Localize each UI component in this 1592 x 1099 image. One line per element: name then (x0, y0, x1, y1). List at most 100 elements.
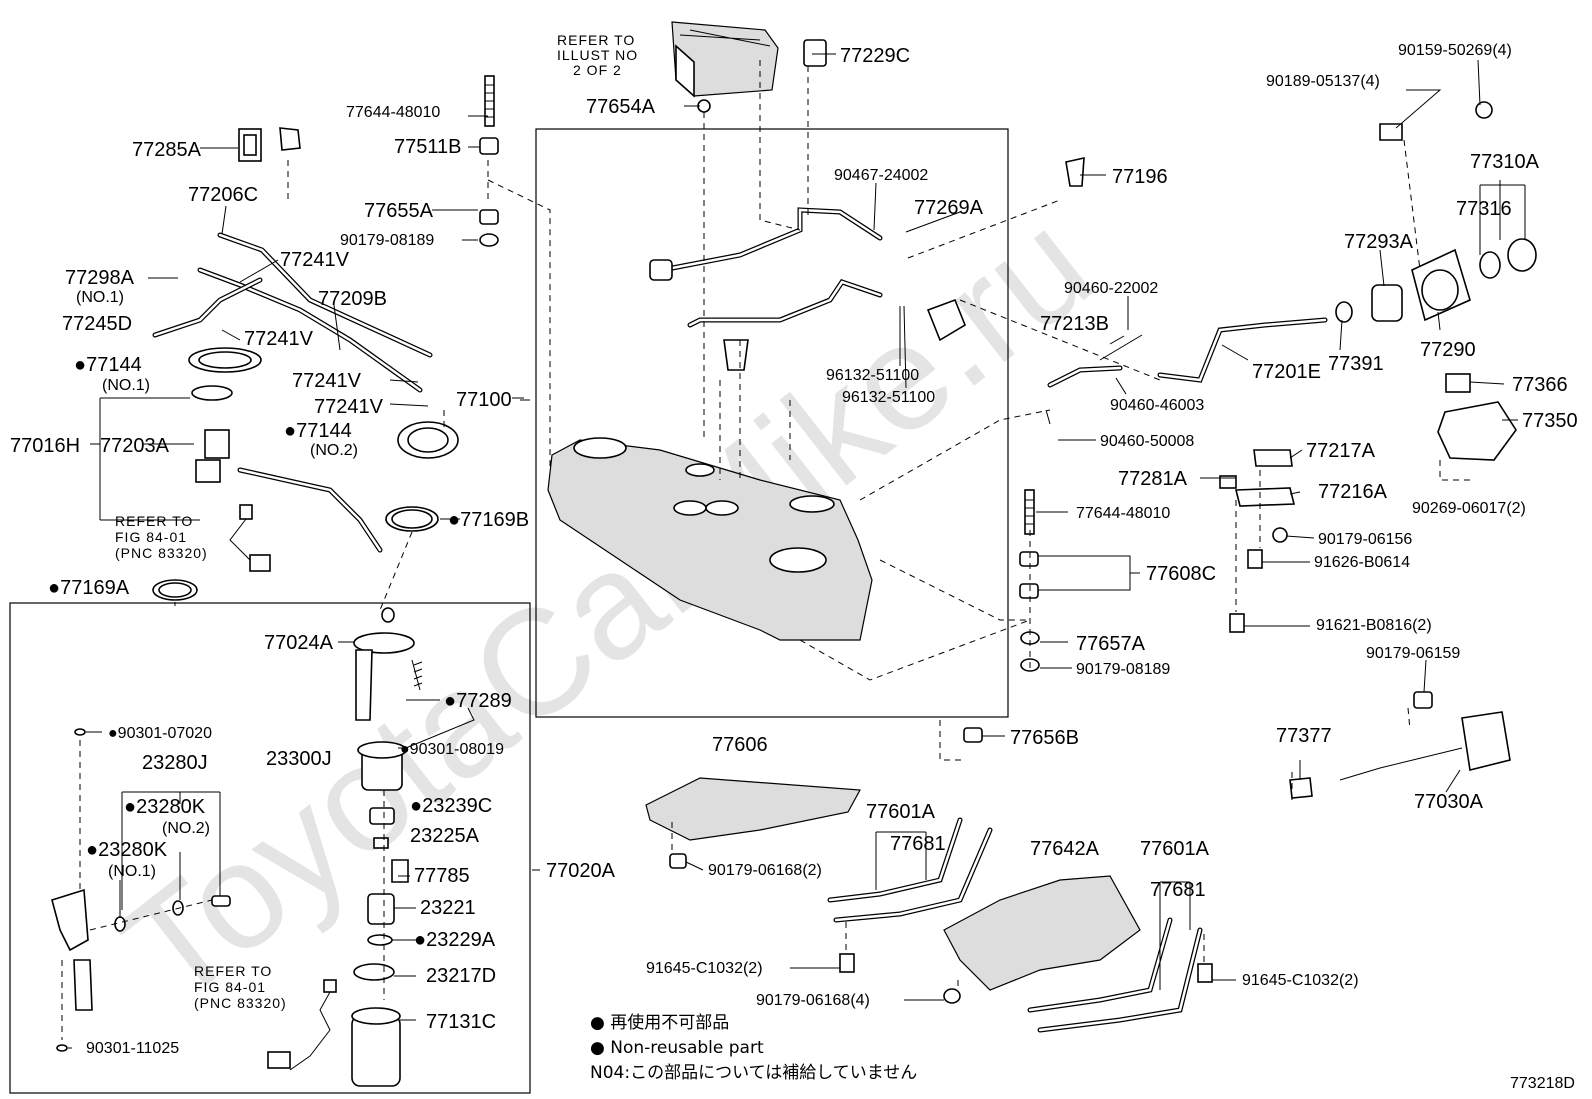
label-77681-b: 77681 (1150, 879, 1206, 901)
fuel-pump-assembly-frame (9, 602, 531, 1094)
label-77281a: 77281A (1118, 468, 1188, 490)
label-77366: 77366 (1512, 374, 1568, 396)
note-refer-illust-1: REFER TO (557, 32, 635, 48)
label-77608c: 77608C (1146, 563, 1216, 585)
label-77316: 77316 (1456, 198, 1512, 220)
leader-lines (61, 53, 1526, 1049)
label-77245d: 77245D (62, 313, 132, 335)
parts-drawings (51, 21, 1537, 1087)
note-refer-illust-3: 2 OF 2 (573, 62, 622, 78)
label-77144-no1: ●77144 (74, 354, 142, 376)
label-90189-05137: 90189-05137(4) (1266, 73, 1380, 90)
label-77020a: 77020A (546, 860, 616, 882)
label-23280k-no2: ●23280K (124, 796, 206, 818)
label-77657a: 77657A (1076, 633, 1146, 655)
label-77203a: 77203A (100, 435, 170, 457)
label-96132-51100-b: 96132-51100 (842, 389, 935, 406)
label-77298a-no1: (NO.1) (76, 289, 124, 306)
label-77298a: 77298A (65, 267, 135, 289)
label-77024a: 77024A (264, 632, 334, 654)
label-77785: 77785 (414, 865, 470, 887)
part-labels: 77229C 77654A 90159-50269(4) 90189-05137… (10, 42, 1578, 1057)
label-77644-48010-top: 77644-48010 (346, 104, 440, 121)
label-77377: 77377 (1276, 725, 1332, 747)
label-77100: 77100 (456, 389, 512, 411)
label-90301-08019: ●90301-08019 (400, 741, 504, 758)
label-77169b: ●77169B (448, 509, 529, 531)
label-77144-no2-sub: (NO.2) (310, 442, 358, 459)
label-77391: 77391 (1328, 353, 1384, 375)
label-23225a: 23225A (410, 825, 480, 847)
label-77601a-b: 77601A (1140, 838, 1210, 860)
label-77206c: 77206C (188, 184, 258, 206)
label-91621-b0816: 91621-B0816(2) (1316, 617, 1432, 634)
label-77290: 77290 (1420, 339, 1476, 361)
label-90179-08189-top: 90179-08189 (340, 232, 434, 249)
label-90460-50008: 90460-50008 (1100, 433, 1194, 450)
label-77144-no2: ●77144 (284, 420, 352, 442)
label-91645-c1032-left: 91645-C1032(2) (646, 960, 763, 977)
legend: ● 再使用不可部品 ● Non-reusable part N04:この部品につ… (590, 1012, 917, 1083)
label-23280k-no1-sub: (NO.1) (108, 863, 156, 880)
label-77644-48010-right: 77644-48010 (1076, 505, 1170, 522)
label-77196: 77196 (1112, 166, 1168, 188)
label-90179-06168-4: 90179-06168(4) (756, 992, 870, 1009)
label-77131c: 77131C (426, 1011, 496, 1033)
label-77289: ●77289 (444, 690, 512, 712)
legend-note: N04:この部品については補給していません (590, 1063, 917, 1083)
label-77511b: 77511B (394, 136, 461, 158)
label-91626-b0614: 91626-B0614 (1314, 554, 1410, 571)
label-90179-06168-2: 90179-06168(2) (708, 862, 822, 879)
note-refer-fig-lower-1: REFER TO (194, 963, 272, 979)
note-refer-fig-upper-2: FIG 84-01 (115, 529, 187, 545)
tank-assembly-frame (535, 128, 1009, 718)
label-91645-c1032-right: 91645-C1032(2) (1242, 972, 1359, 989)
label-77216a: 77216A (1318, 481, 1388, 503)
label-77016h: 77016H (10, 435, 80, 457)
diagram-code: 773218D (1510, 1075, 1575, 1092)
label-90179-08189-right: 90179-08189 (1076, 661, 1170, 678)
legend-jp: ● 再使用不可部品 (590, 1012, 729, 1033)
note-refer-fig-upper-1: REFER TO (115, 513, 193, 529)
label-77241v-a: 77241V (280, 249, 350, 271)
label-90159-50269: 90159-50269(4) (1398, 42, 1512, 59)
label-90467-24002: 90467-24002 (834, 167, 928, 184)
label-77293a: 77293A (1344, 231, 1414, 253)
label-23217d: 23217D (426, 965, 496, 987)
label-77350: 77350 (1522, 410, 1578, 432)
label-90179-06156: 90179-06156 (1318, 531, 1412, 548)
label-77169a: ●77169A (48, 577, 130, 599)
label-23280k-no2-sub: (NO.2) (162, 820, 210, 837)
label-77229c: 77229C (840, 45, 910, 67)
label-77201e: 77201E (1252, 361, 1321, 383)
watermark: ToyotaCarMike.ru (91, 179, 1121, 1035)
label-77241v-b: 77241V (244, 328, 314, 350)
label-77241v-d: 77241V (314, 396, 384, 418)
label-23221: 23221 (420, 897, 476, 919)
note-refer-fig-upper-3: (PNC 83320) (115, 545, 208, 561)
label-23229a: ●23229A (414, 929, 496, 951)
label-23239c: ●23239C (410, 795, 492, 817)
label-90460-22002: 90460-22002 (1064, 280, 1158, 297)
label-77681-a: 77681 (890, 833, 946, 855)
note-refer-fig-lower-2: FIG 84-01 (194, 979, 266, 995)
label-77269a: 77269A (914, 197, 984, 219)
label-90269-06017: 90269-06017(2) (1412, 500, 1526, 517)
label-77642a: 77642A (1030, 838, 1100, 860)
label-23280k-no1: ●23280K (86, 839, 168, 861)
label-90301-11025: 90301-11025 (86, 1040, 179, 1057)
label-77241v-c: 77241V (292, 370, 362, 392)
label-23300j: 23300J (266, 748, 332, 770)
label-77144-no1-sub: (NO.1) (102, 377, 150, 394)
reference-notes: REFER TO ILLUST NO 2 OF 2 REFER TO FIG 8… (115, 32, 637, 1011)
label-77285a: 77285A (132, 139, 202, 161)
label-90179-06159: 90179-06159 (1366, 645, 1460, 662)
label-77213b: 77213B (1040, 313, 1109, 335)
label-77606: 77606 (712, 734, 768, 756)
label-96132-51100-a: 96132-51100 (826, 367, 919, 384)
label-77030a: 77030A (1414, 791, 1484, 813)
legend-en: ● Non-reusable part (590, 1038, 764, 1058)
label-77601a-a: 77601A (866, 801, 936, 823)
label-77656b: 77656B (1010, 727, 1079, 749)
